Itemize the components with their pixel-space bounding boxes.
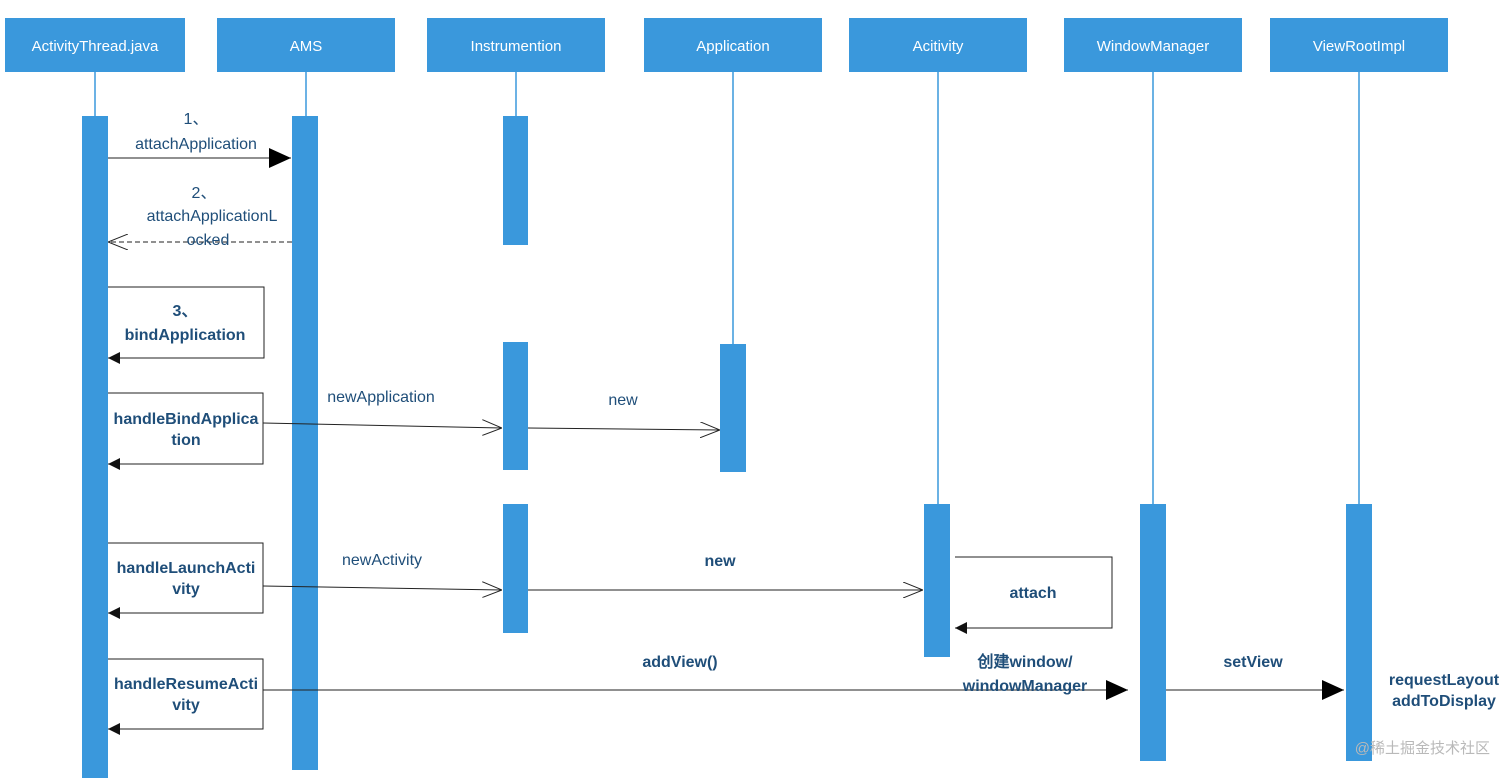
participant-label: Acitivity — [913, 38, 964, 55]
create-window-line1: 创建window/ — [976, 652, 1073, 671]
create-window-line2: windowManager — [962, 678, 1087, 695]
participant-label: Instrumention — [471, 38, 562, 55]
new-activity-label: newActivity — [342, 552, 422, 569]
add-view-label: addView() — [642, 654, 717, 671]
message-3-label: bindApplication — [125, 327, 246, 344]
activation-acitivity — [924, 504, 950, 657]
new-label-2: new — [704, 553, 736, 570]
request-layout-label: requestLayout — [1389, 672, 1500, 689]
arrow-handle-bind-application — [108, 392, 264, 470]
arrow-new-activity — [262, 586, 502, 590]
participant-application: Application — [644, 18, 822, 72]
participant-instrumention: Instrumention — [427, 18, 605, 72]
watermark: @稀土掘金技术社区 — [1355, 740, 1490, 757]
arrow-attach — [955, 556, 1113, 634]
message-2-label-line1: attachApplicationL — [147, 208, 278, 225]
handle-resume-activity-line1: handleResumeActi — [114, 676, 258, 693]
handle-bind-application-line2: tion — [171, 432, 200, 449]
arrow-new-application-instance — [527, 428, 720, 430]
participant-label: ActivityThread.java — [32, 38, 159, 55]
activation-instrumention-3 — [503, 504, 528, 633]
message-3-number: 3、 — [173, 303, 198, 320]
arrow-handle-resume-activity — [108, 658, 264, 735]
attach-label: attach — [1009, 585, 1056, 602]
handle-bind-application-line1: handleBindApplica — [114, 411, 259, 428]
activation-instrumention-1 — [503, 116, 528, 245]
arrow-new-application — [262, 423, 502, 428]
activation-view-root-impl — [1346, 504, 1372, 761]
message-2-label-line2: ocked — [187, 232, 230, 249]
participant-view-root-impl: ViewRootImpl — [1270, 18, 1448, 72]
activation-window-manager — [1140, 504, 1166, 761]
new-label-1: new — [608, 392, 638, 409]
handle-launch-activity-line2: vity — [172, 581, 200, 598]
participant-acitivity: Acitivity — [849, 18, 1027, 72]
participant-label: Application — [696, 38, 769, 55]
activation-activity-thread — [82, 116, 108, 778]
message-2-number: 2、 — [192, 185, 217, 202]
new-application-label: newApplication — [327, 389, 435, 406]
set-view-label: setView — [1223, 654, 1283, 671]
participant-window-manager: WindowManager — [1064, 18, 1242, 72]
participant-activity-thread: ActivityThread.java — [5, 18, 185, 72]
message-1-number: 1、 — [184, 111, 209, 128]
activation-instrumention-2 — [503, 342, 528, 470]
participant-label: AMS — [290, 38, 323, 55]
handle-launch-activity-line1: handleLaunchActi — [117, 560, 256, 577]
activation-ams — [292, 116, 318, 770]
participant-label: ViewRootImpl — [1313, 38, 1405, 55]
message-1-label: attachApplication — [135, 136, 257, 153]
handle-resume-activity-line2: vity — [172, 697, 200, 714]
activation-application — [720, 344, 746, 472]
arrow-handle-launch-activity — [108, 542, 264, 619]
add-to-display-label: addToDisplay — [1392, 693, 1496, 710]
participant-ams: AMS — [217, 18, 395, 72]
participant-label: WindowManager — [1097, 38, 1210, 55]
arrow-bind-application — [108, 286, 265, 364]
